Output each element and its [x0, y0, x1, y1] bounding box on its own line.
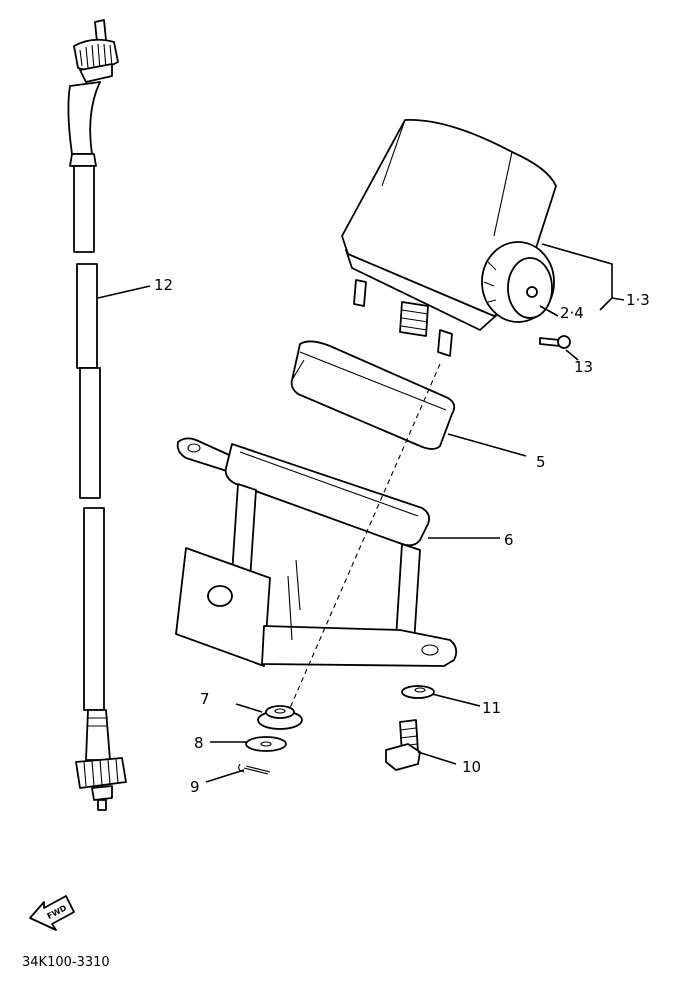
callout-6: 6 [504, 531, 514, 549]
callout-8: 8 [194, 734, 204, 752]
drawing-code: 34K100-3310 [22, 955, 110, 970]
grommet [257, 705, 303, 730]
callout-7: 7 [200, 690, 210, 708]
forward-arrow-icon: FWD [29, 895, 75, 931]
cotter-pin [238, 763, 271, 775]
callout-12: 12 [154, 276, 173, 294]
speedometer-cable [67, 19, 127, 811]
nut [401, 685, 435, 699]
callout-9: 9 [190, 778, 200, 796]
leader-lines [97, 243, 625, 783]
meter-bracket [175, 437, 458, 667]
meter-cushion [290, 340, 456, 450]
callout-2-4: 2·4 [560, 304, 584, 322]
bolt [385, 719, 421, 771]
speedometer-housing [341, 119, 571, 357]
callout-1-3: 1·3 [626, 291, 650, 309]
callout-10: 10 [462, 758, 481, 776]
callout-13: 13 [574, 358, 593, 376]
washer [245, 736, 287, 752]
callout-11: 11 [482, 699, 501, 717]
callout-5: 5 [536, 453, 546, 471]
